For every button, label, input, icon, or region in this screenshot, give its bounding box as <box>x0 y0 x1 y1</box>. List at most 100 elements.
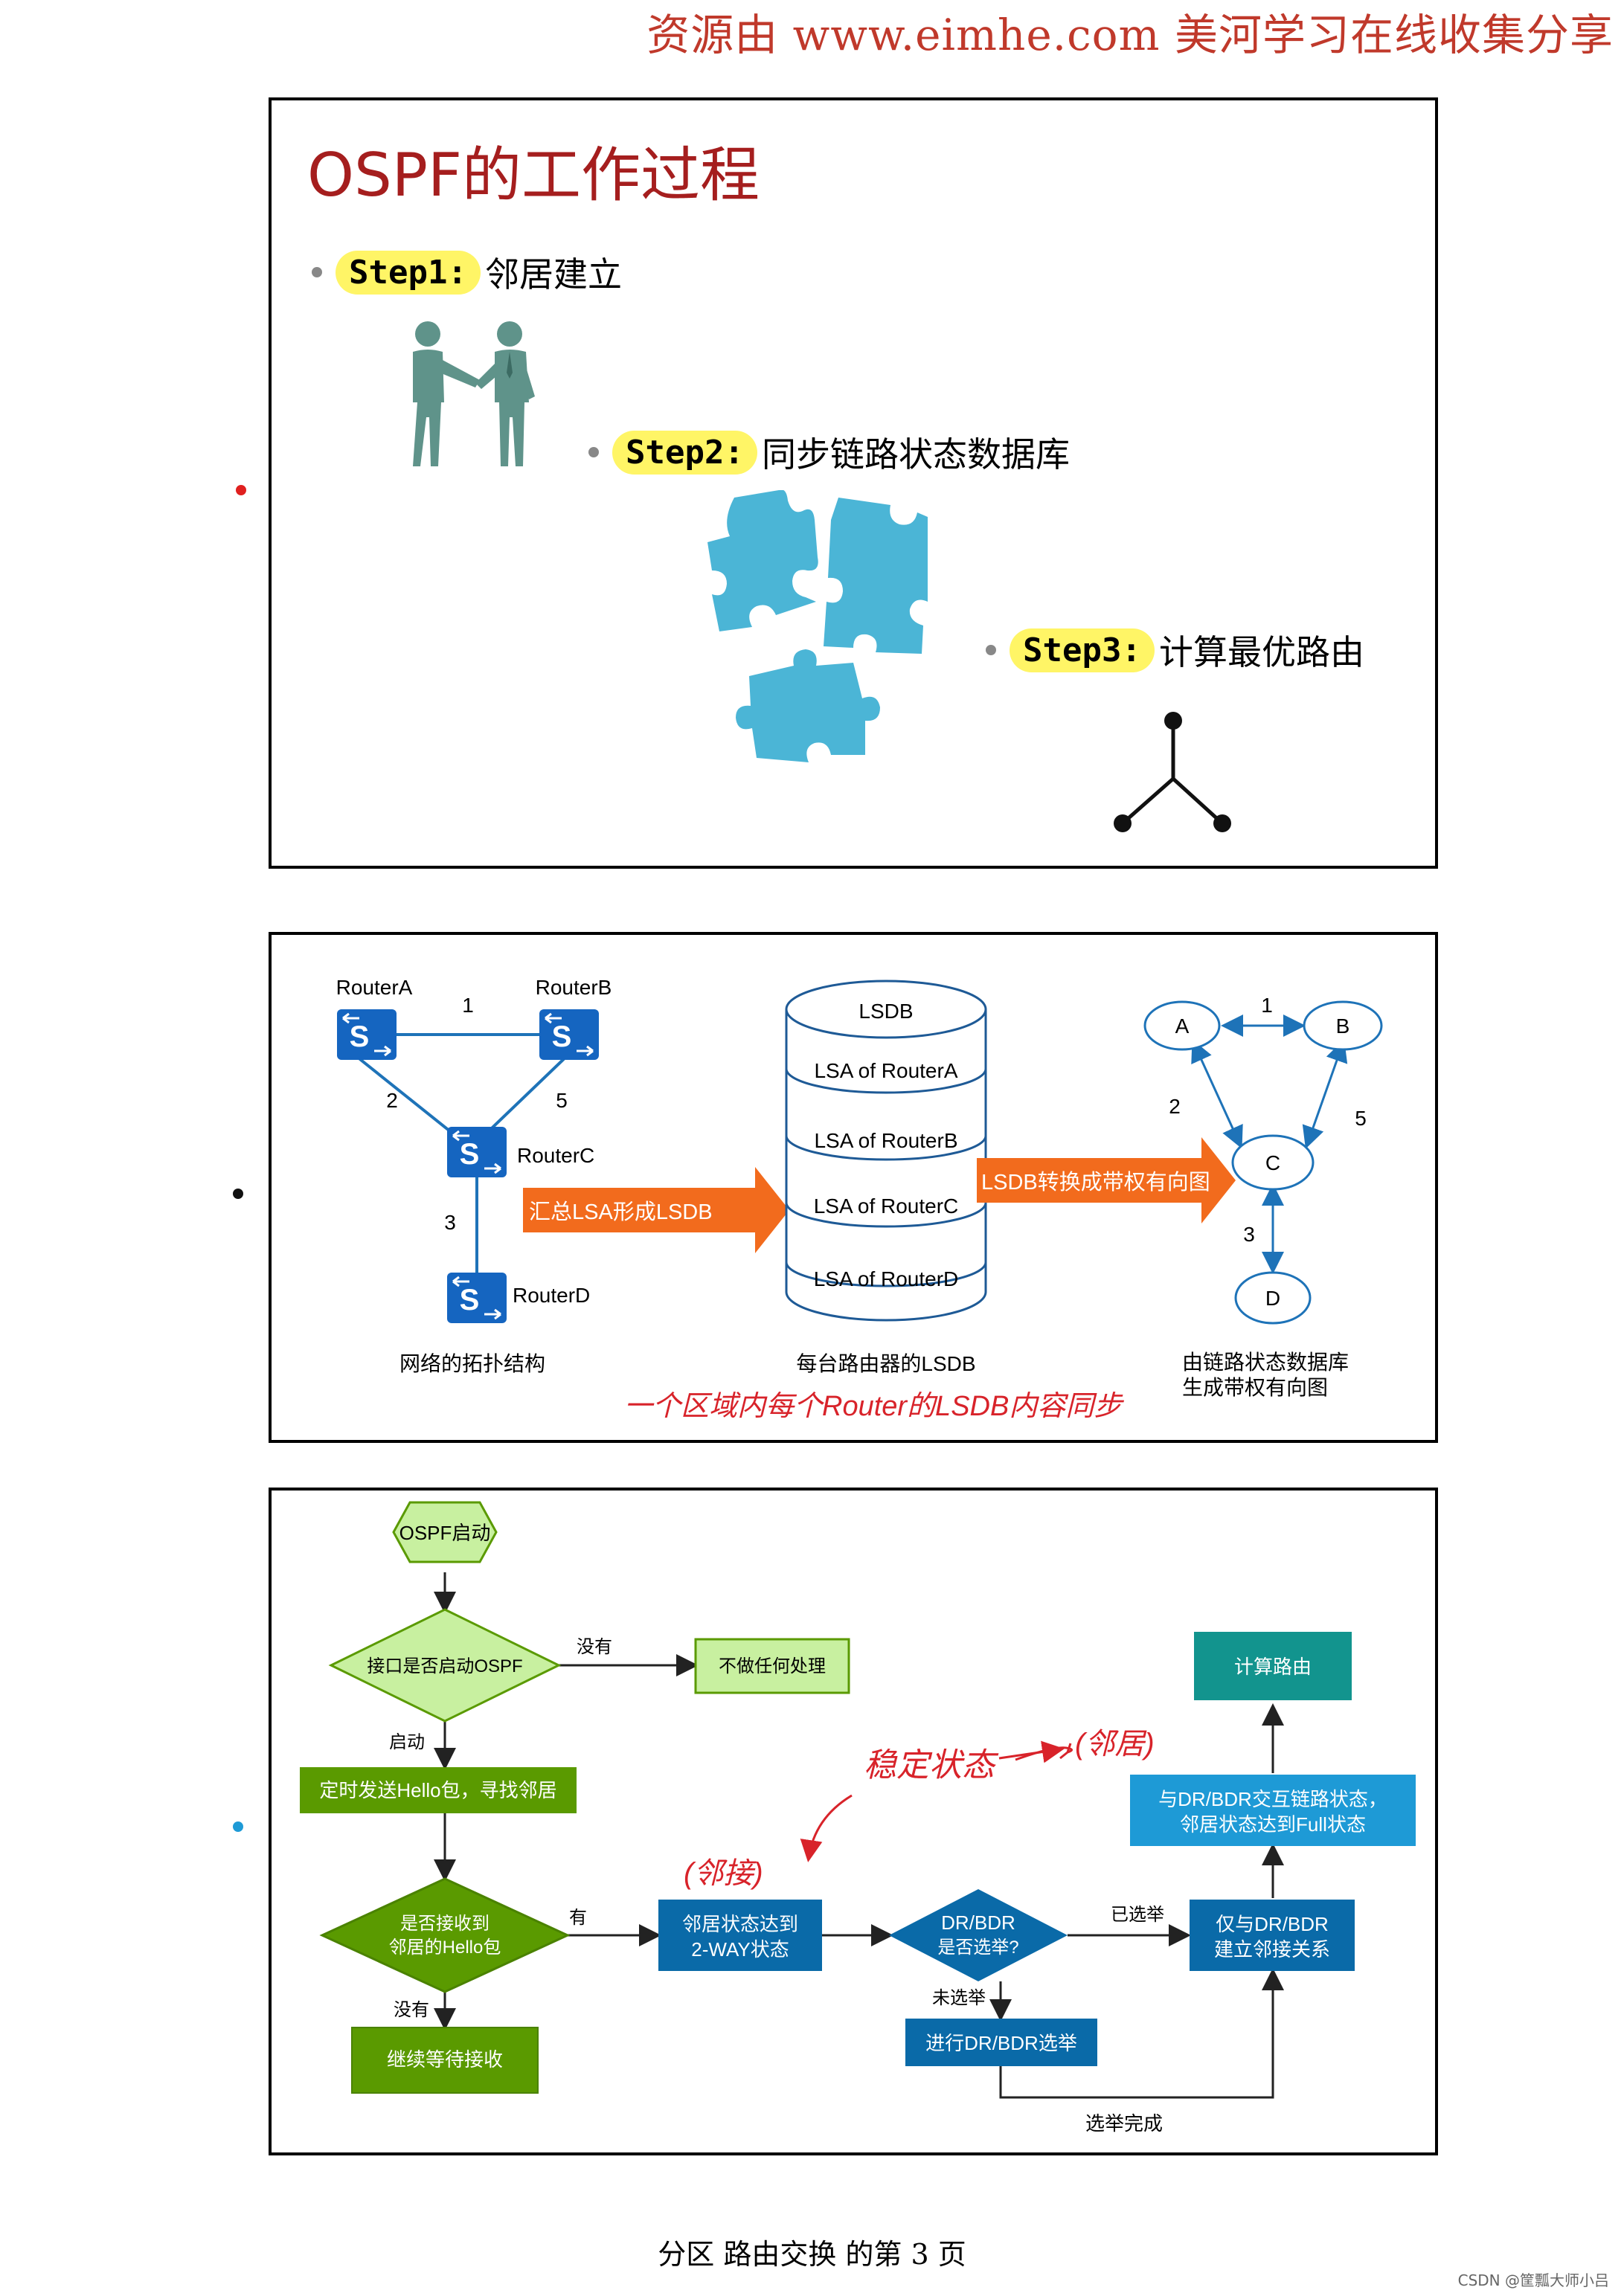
adjacency-line2: 建立邻接关系 <box>1214 1938 1330 1961</box>
decision2-yes-label: 有 <box>569 1908 587 1928</box>
ospf-start-node <box>392 1501 498 1563</box>
step1-text: 邻居建立 <box>484 254 622 295</box>
decision2-no-label: 没有 <box>394 2000 429 2020</box>
lsdb-entry-b: LSA of RouterB <box>814 1129 957 1152</box>
slide1-frame: OSPF的工作过程 Step1: 邻居建立 Step2: 同步链路状态数据库 <box>269 97 1438 869</box>
graph-node-b-label: B <box>1336 1014 1350 1038</box>
step2-label: Step2: <box>612 430 757 475</box>
graph-weight-cd: 3 <box>1243 1223 1255 1246</box>
page-footer: 分区 路由交换 的第 3 页 <box>658 2238 966 2271</box>
router-d-label: RouterD <box>513 1284 590 1307</box>
step2-row: Step2: 同步链路状态数据库 <box>588 428 1070 477</box>
adjacency-box <box>1190 1900 1355 1971</box>
decision1-label: 接口是否启动OSPF <box>367 1656 522 1676</box>
full-state-line2: 邻居状态达到Full状态 <box>1180 1813 1366 1836</box>
router-d-icon: S <box>447 1273 507 1323</box>
graph-node-c-label: C <box>1265 1151 1280 1174</box>
step1-row: Step1: 邻居建立 <box>312 248 622 297</box>
ospf-flowchart: OSPF启动 接口是否启动OSPF 没有 启动 不做任何处理 定时发送Hello… <box>300 1501 1416 2135</box>
link-cost-ab: 1 <box>462 994 474 1017</box>
decision-ospf-enabled <box>328 1608 562 1723</box>
handshake-people-icon <box>413 321 535 466</box>
step3-row: Step3: 计算最优路由 <box>986 626 1364 675</box>
graph-weight-bc: 5 <box>1355 1107 1367 1130</box>
decision2-line2: 邻居的Hello包 <box>389 1938 501 1958</box>
handwritten-neighbor: (邻居) <box>1075 1728 1155 1760</box>
router-c-label: RouterC <box>517 1144 594 1167</box>
handwritten-lsdb-note: 一个区域内每个Router的LSDB内容同步 <box>624 1391 1124 1422</box>
router-b-letter: S <box>552 1020 572 1053</box>
arrow1-label: 汇总LSA形成LSDB <box>529 1200 713 1224</box>
decision1-yes-label: 启动 <box>389 1732 425 1752</box>
link-cost-cd: 3 <box>444 1211 456 1234</box>
graph-caption-line2: 生成带权有向图 <box>1182 1376 1328 1399</box>
slide3-frame: OSPF启动 接口是否启动OSPF 没有 启动 不做任何处理 定时发送Hello… <box>269 1488 1438 2155</box>
do-election-box <box>905 2019 1097 2066</box>
not-elected-label: 未选举 <box>932 1988 986 2008</box>
do-election-label: 进行DR/BDR选举 <box>925 2032 1077 2054</box>
lsdb-caption: 每台路由器的LSDB <box>796 1352 975 1375</box>
step3-text: 计算最优路由 <box>1158 632 1364 672</box>
csdn-watermark: CSDN @筐瓢大师小吕 <box>1457 2271 1609 2289</box>
elected-label: 已选举 <box>1111 1905 1164 1925</box>
router-a-label: RouterA <box>336 976 413 999</box>
graph-node-a-label: A <box>1175 1014 1190 1038</box>
summarize-arrow: 汇总LSA形成LSDB <box>523 1167 789 1253</box>
slide1-title: OSPF的工作过程 <box>307 141 760 210</box>
no-action-label: 不做任何处理 <box>719 1656 826 1676</box>
compute-route-label: 计算路由 <box>1234 1656 1312 1678</box>
convert-arrow: LSDB转换成带权有向图 <box>977 1137 1236 1223</box>
slide3-bullet <box>233 1821 243 1832</box>
lsdb-entry-d: LSA of RouterD <box>814 1267 959 1290</box>
decision3-line2: 是否选举? <box>937 1938 1018 1958</box>
route-tree-icon <box>1114 712 1231 832</box>
graph-node-c <box>1231 1134 1315 1191</box>
header-watermark: 资源由 www.eimhe.com 美河学习在线收集分享 <box>646 10 1614 60</box>
ospf-start-label: OSPF启动 <box>399 1522 491 1544</box>
lsdb-diagram: 1 2 5 3 S RouterA S RouterB S RouterC <box>336 976 1383 1422</box>
send-hello-box <box>300 1767 577 1813</box>
graph-node-b <box>1303 1000 1383 1051</box>
step2-text: 同步链路状态数据库 <box>761 434 1070 475</box>
graph-node-a <box>1143 1000 1221 1051</box>
puzzle-pieces-icon <box>707 490 928 762</box>
router-c-letter: S <box>460 1138 480 1171</box>
send-hello-label: 定时发送Hello包，寻找邻居 <box>319 1779 556 1801</box>
handwritten-adjacent: (邻接) <box>684 1857 763 1890</box>
compute-route-box <box>1194 1632 1352 1700</box>
topology-caption: 网络的拓扑结构 <box>399 1352 545 1375</box>
graph-caption-line1: 由链路状态数据库 <box>1182 1351 1349 1374</box>
step3-label: Step3: <box>1010 628 1155 672</box>
lsdb-cylinder <box>785 980 987 1322</box>
graph-weight-ab: 1 <box>1261 994 1273 1017</box>
adjacency-line1: 仅与DR/BDR <box>1216 1913 1329 1935</box>
election-done-label: 选举完成 <box>1085 2112 1163 2135</box>
two-way-line2: 2-WAY状态 <box>691 1938 789 1961</box>
wait-label: 继续等待接收 <box>387 2048 503 2071</box>
full-state-box <box>1130 1775 1416 1846</box>
decision-hello-received <box>319 1877 571 1993</box>
two-way-box <box>658 1900 822 1971</box>
graph-node-d-label: D <box>1265 1287 1280 1310</box>
router-a-icon: S <box>337 1009 397 1060</box>
full-state-line1: 与DR/BDR交互链路状态， <box>1158 1788 1387 1810</box>
wait-box <box>351 2027 539 2094</box>
decision2-line1: 是否接收到 <box>400 1914 490 1934</box>
lsdb-entry-c: LSA of RouterC <box>814 1194 959 1218</box>
graph-node-d <box>1234 1271 1312 1325</box>
slide2-bullet <box>233 1189 243 1199</box>
graph-weight-ac: 2 <box>1169 1095 1181 1118</box>
router-c-icon: S <box>447 1127 507 1177</box>
link-cost-ac: 2 <box>386 1089 398 1112</box>
decision-dr-elected <box>889 1889 1068 1981</box>
two-way-line1: 邻居状态达到 <box>682 1913 798 1935</box>
router-b-icon: S <box>539 1009 599 1060</box>
slide2-frame: 1 2 5 3 S RouterA S RouterB S RouterC <box>269 932 1438 1443</box>
no-action-box <box>694 1638 850 1694</box>
slide1-bullet <box>236 485 246 495</box>
arrow2-label: LSDB转换成带权有向图 <box>981 1170 1210 1194</box>
step1-label: Step1: <box>336 250 481 295</box>
router-a-letter: S <box>350 1020 370 1053</box>
link-cost-bc: 5 <box>556 1089 568 1112</box>
router-b-label: RouterB <box>536 976 612 999</box>
